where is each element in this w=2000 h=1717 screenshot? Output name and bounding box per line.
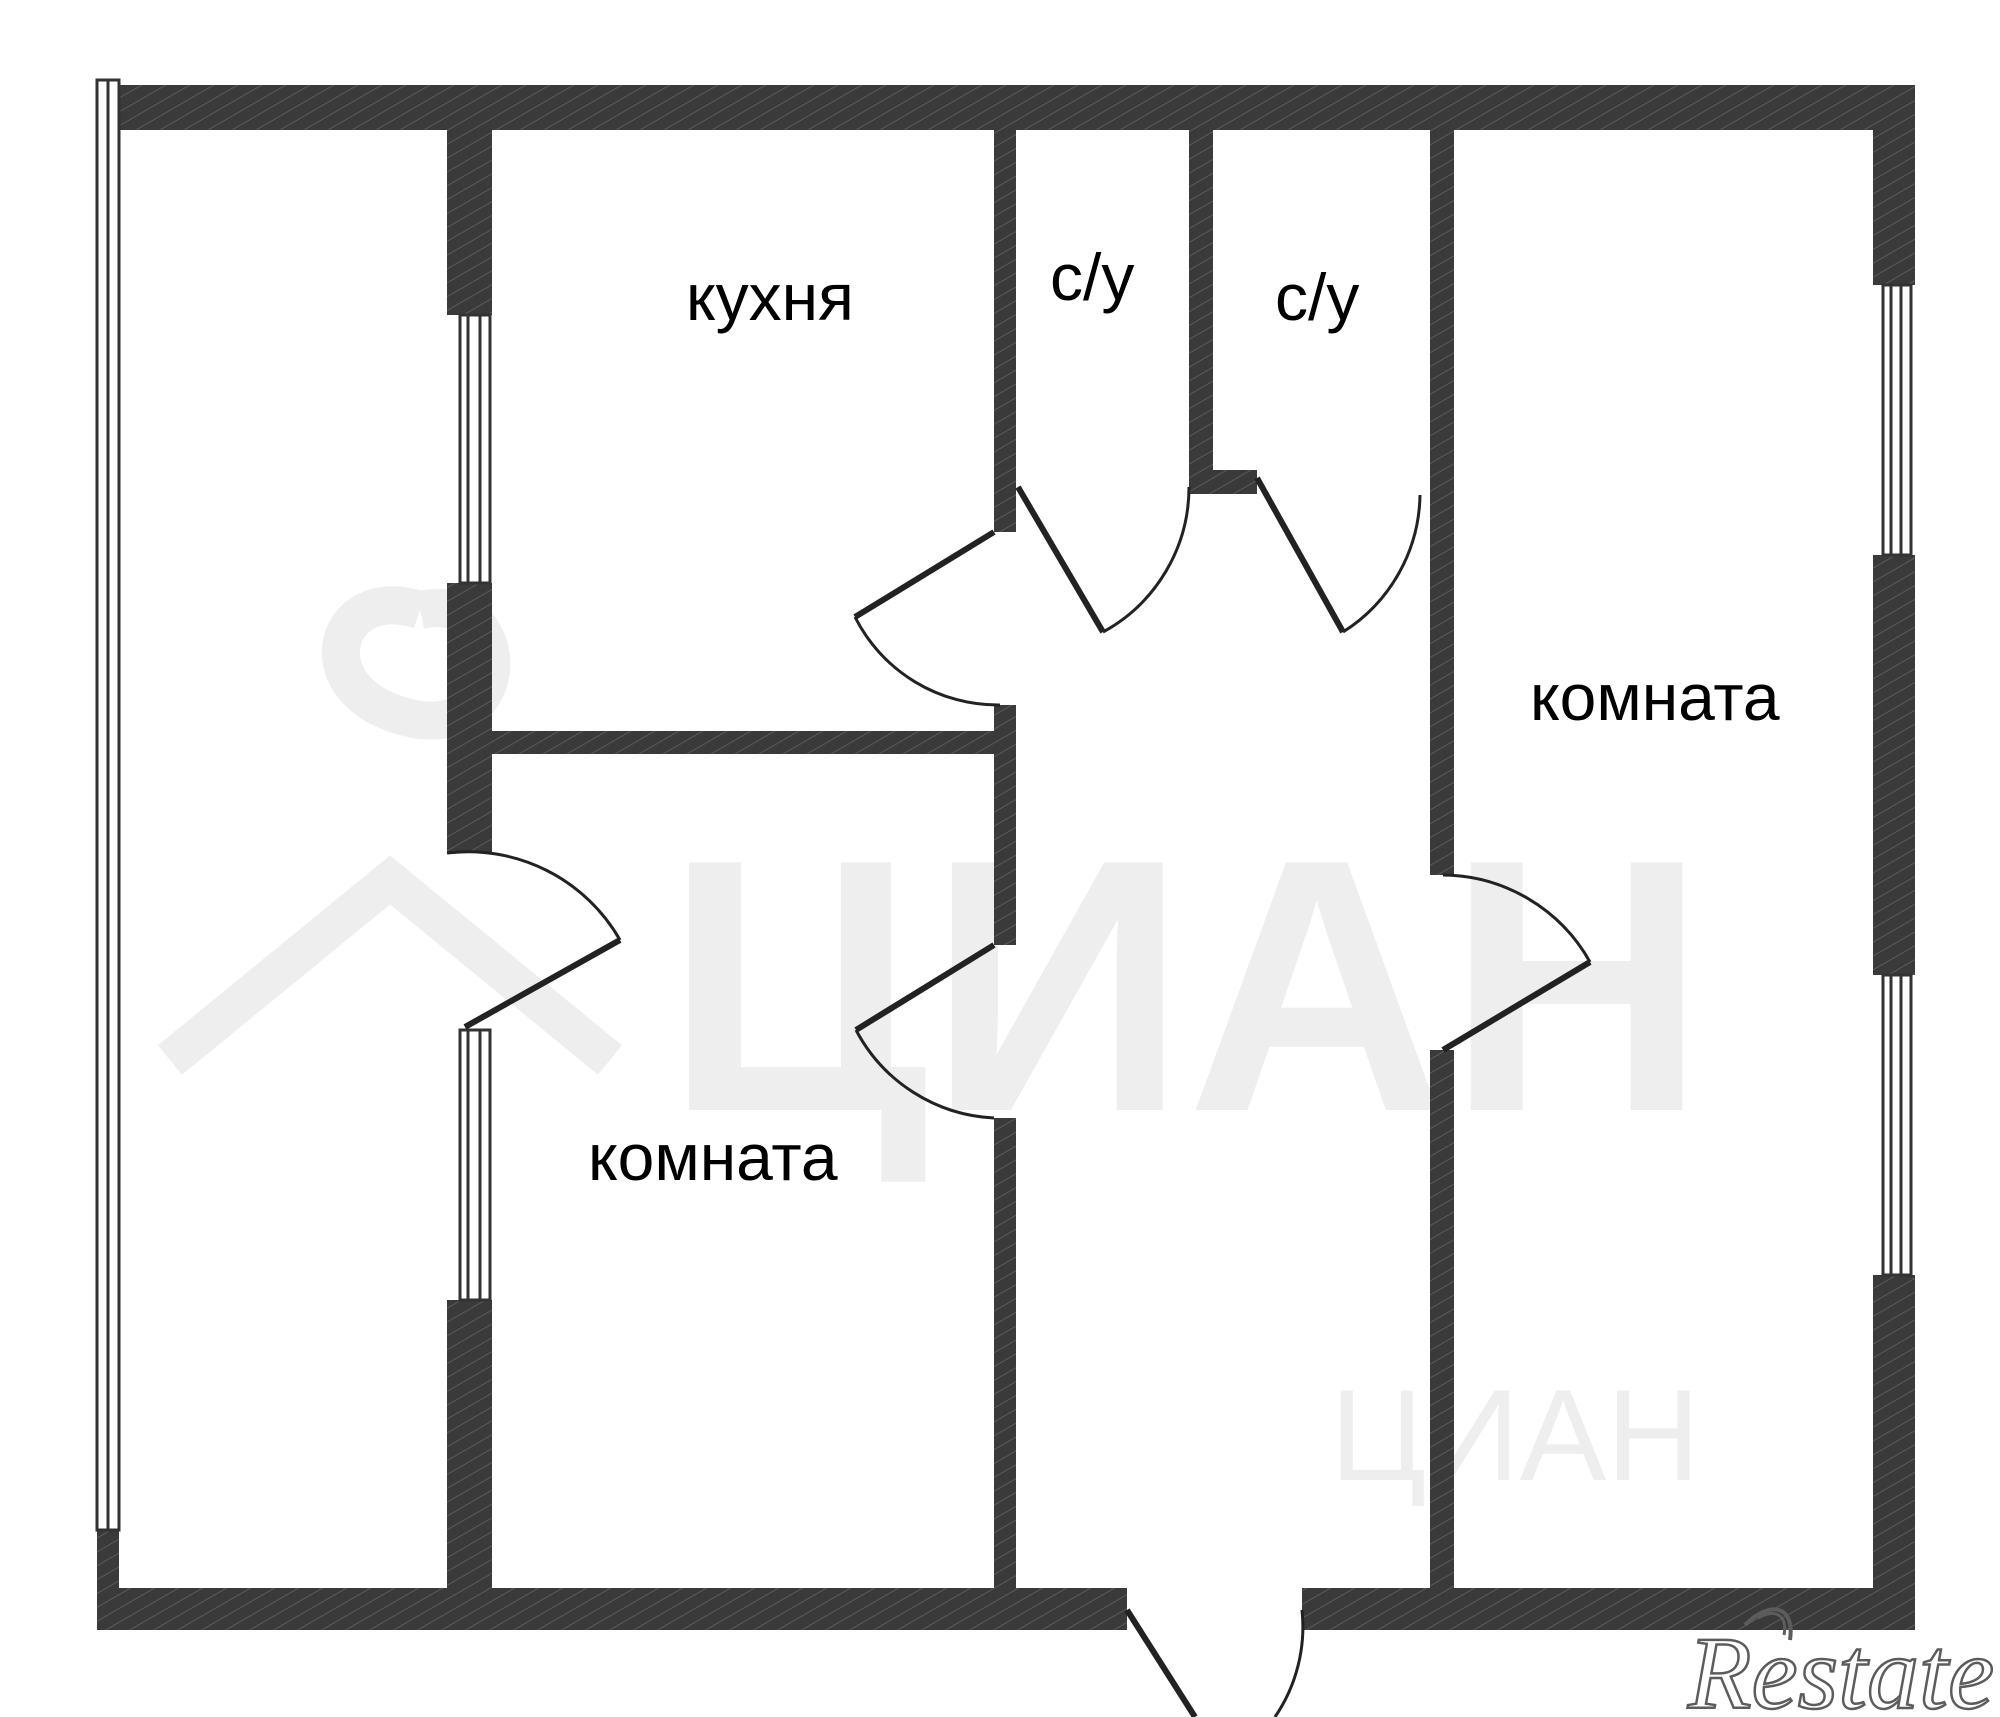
wall-room-right-upper	[1430, 130, 1454, 875]
wall-kitchen-room	[492, 731, 1010, 754]
wall-kitchen-corridor	[994, 130, 1016, 532]
wall-inner-vertical-1-c	[447, 1300, 492, 1590]
window-right-lower	[1881, 973, 1913, 1277]
room-labels: кухня с/у с/у комната комната	[588, 240, 1780, 1194]
windows	[95, 78, 1913, 1532]
door-room-left	[854, 942, 996, 1120]
wall-right-mid	[1873, 555, 1915, 975]
door-entrance	[1124, 1608, 1305, 1717]
walls	[97, 85, 1915, 1630]
door-bathroom-1	[1015, 485, 1191, 634]
window-right-upper	[1881, 283, 1913, 557]
wall-right-bottom	[1873, 1275, 1915, 1630]
door-bathroom-2	[1254, 476, 1422, 634]
restate-logo-text: Restate	[1687, 1616, 1994, 1717]
door-kitchen	[853, 529, 1001, 707]
watermark-text-large: ЦИАН	[665, 785, 1707, 1187]
wall-room-corridor	[994, 1118, 1016, 1590]
restate-logo-icon	[1743, 1607, 1793, 1641]
wall-right-top	[1873, 85, 1915, 285]
wall-room-right-lower	[1430, 1050, 1454, 1590]
wall-bath-divider-stub	[1189, 470, 1257, 494]
watermark-text-small: ЦИАН	[1330, 1362, 1700, 1508]
restate-logo: Restate	[1686, 1607, 1995, 1717]
wall-bottom-right	[1302, 1588, 1915, 1630]
room-label-kitchen: кухня	[686, 260, 854, 334]
wall-inner-vertical-1-b	[447, 583, 492, 853]
wall-bottom-left	[97, 1588, 1127, 1630]
room-label-bathroom-1: с/у	[1050, 240, 1134, 314]
window-left-upper	[458, 313, 492, 585]
room-label-bathroom-2: с/у	[1275, 260, 1359, 334]
wall-bath-divider	[1189, 130, 1213, 478]
watermark: ЦИАН ЦИАН	[157, 586, 1707, 1508]
doors	[446, 476, 1592, 1717]
wall-bath-left-stub	[994, 705, 1016, 945]
wall-inner-vertical-1-a	[447, 130, 492, 315]
room-label-room-right: комната	[1530, 660, 1780, 734]
room-label-room-left: комната	[588, 1120, 838, 1194]
watermark-logo-icon	[157, 586, 623, 1075]
door-room-right	[1441, 873, 1592, 1053]
window-balcony-outer	[95, 78, 121, 1532]
wall-top	[118, 85, 1915, 130]
window-left-lower	[458, 1028, 492, 1302]
door-balcony	[446, 850, 622, 1030]
